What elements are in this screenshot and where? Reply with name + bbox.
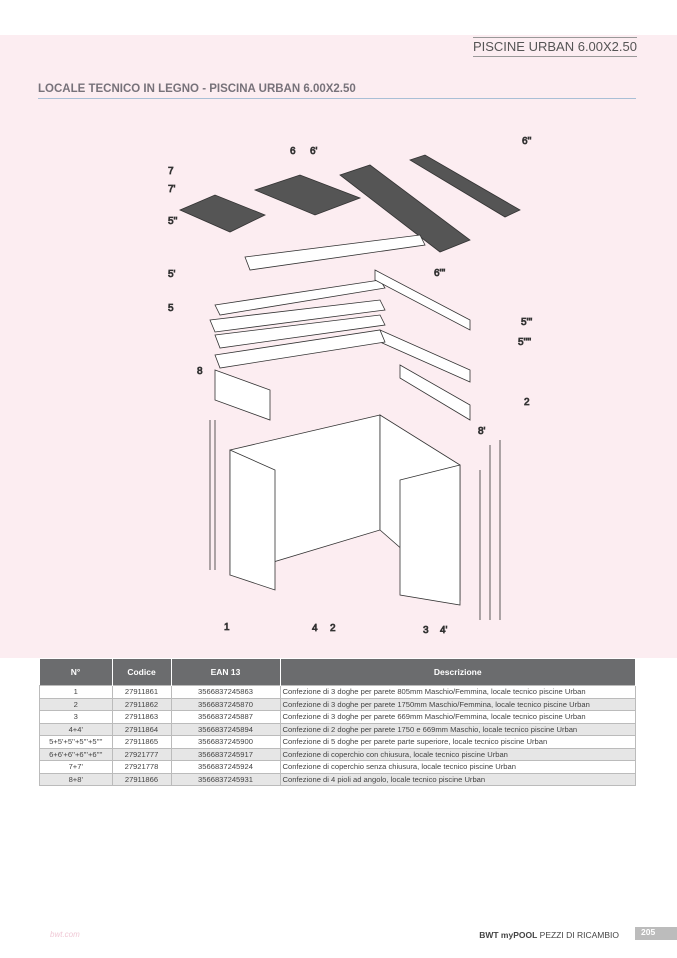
table-cell: 5+5'+5''+5'''+5'''' — [39, 735, 113, 749]
table-cell: 3566837245917 — [170, 747, 281, 761]
table-cell: 27911865 — [111, 735, 172, 749]
callout: 7 — [168, 166, 174, 177]
callout: 5'''' — [518, 337, 531, 348]
callout: 5 — [168, 303, 174, 314]
footer-text: BWT myPOOL PEZZI DI RICAMBIO — [479, 930, 619, 940]
callout: 6' — [310, 146, 318, 157]
col-header: N° — [39, 659, 113, 686]
col-header: EAN 13 — [171, 659, 281, 686]
table-cell: 3566837245924 — [170, 760, 281, 774]
section-header: PISCINE URBAN 6.00X2.50 — [472, 37, 637, 57]
callout-labels: 6'' 6 6' 7 7' 5'' 6''' 5' 5 5''' 5'''' 8… — [168, 136, 533, 637]
footer-label: PEZZI DI RICAMBIO — [539, 930, 619, 940]
table-cell: 27911864 — [111, 722, 172, 736]
bwt-logo: bwt.com — [50, 930, 80, 939]
callout: 4 — [312, 623, 318, 634]
callout: 5' — [168, 269, 176, 280]
table-cell: 27911863 — [111, 710, 172, 724]
footer-brand: BWT myPOOL — [479, 930, 538, 940]
table-cell: 27911862 — [111, 697, 172, 711]
callout: 5'' — [168, 216, 177, 227]
callout: 5''' — [521, 317, 532, 328]
table-cell: 2 — [39, 697, 113, 711]
table-cell: 4+4' — [39, 722, 113, 736]
callout: 2 — [524, 397, 530, 408]
callout: 8 — [197, 366, 203, 377]
callout: 3 — [423, 625, 429, 636]
callout: 1 — [224, 622, 230, 633]
col-header: Descrizione — [280, 659, 636, 686]
table-cell: 3566837245863 — [170, 685, 281, 699]
table-cell: 3566837245931 — [170, 772, 281, 786]
table-cell: Confezione di 3 doghe per parete 1750mm … — [279, 697, 636, 711]
page-title: LOCALE TECNICO IN LEGNO - PISCINA URBAN … — [38, 83, 636, 99]
table-cell: 7+7' — [39, 760, 113, 774]
callout: 8' — [478, 426, 486, 437]
table-cell: Confezione di coperchio con chiusura, lo… — [279, 747, 636, 761]
table-cell: 3 — [39, 710, 113, 724]
callout: 6''' — [434, 268, 445, 279]
callout: 7' — [168, 184, 176, 195]
callout: 4' — [440, 625, 448, 636]
table-cell: 27921777 — [111, 747, 172, 761]
col-header: Codice — [112, 659, 172, 686]
table-cell: 27911861 — [111, 685, 172, 699]
table-cell: 3566837245900 — [170, 735, 281, 749]
top-rails — [209, 234, 471, 421]
lid-panels — [178, 154, 521, 253]
table-cell: 1 — [39, 685, 113, 699]
table-cell: 27921778 — [111, 760, 172, 774]
table-cell: Confezione di 3 doghe per parete 669mm M… — [279, 710, 636, 724]
page-number: 205 — [635, 927, 677, 940]
table-cell: Confezione di 5 doghe per parete parte s… — [279, 735, 636, 749]
table-cell: 3566837245887 — [170, 710, 281, 724]
table-cell: 3566837245894 — [170, 722, 281, 736]
table-cell: Confezione di 2 doghe per parete 1750 e … — [279, 722, 636, 736]
callout: 6'' — [522, 136, 531, 147]
table-cell: 8+8' — [39, 772, 113, 786]
walls — [209, 414, 501, 620]
table-cell: 6+6'+6''+6'''+6'''' — [39, 747, 113, 761]
table-cell: Confezione di coperchio senza chiusura, … — [279, 760, 636, 774]
table-cell: 3566837245870 — [170, 697, 281, 711]
callout: 6 — [290, 146, 296, 157]
exploded-diagram: 6'' 6 6' 7 7' 5'' 6''' 5' 5 5''' 5'''' 8… — [168, 136, 533, 637]
table-cell: Confezione di 3 doghe per parete 805mm M… — [279, 685, 636, 699]
callout: 2 — [330, 623, 336, 634]
table-cell: Confezione di 4 pioli ad angolo, locale … — [279, 772, 636, 786]
table-cell: 27911866 — [111, 772, 172, 786]
